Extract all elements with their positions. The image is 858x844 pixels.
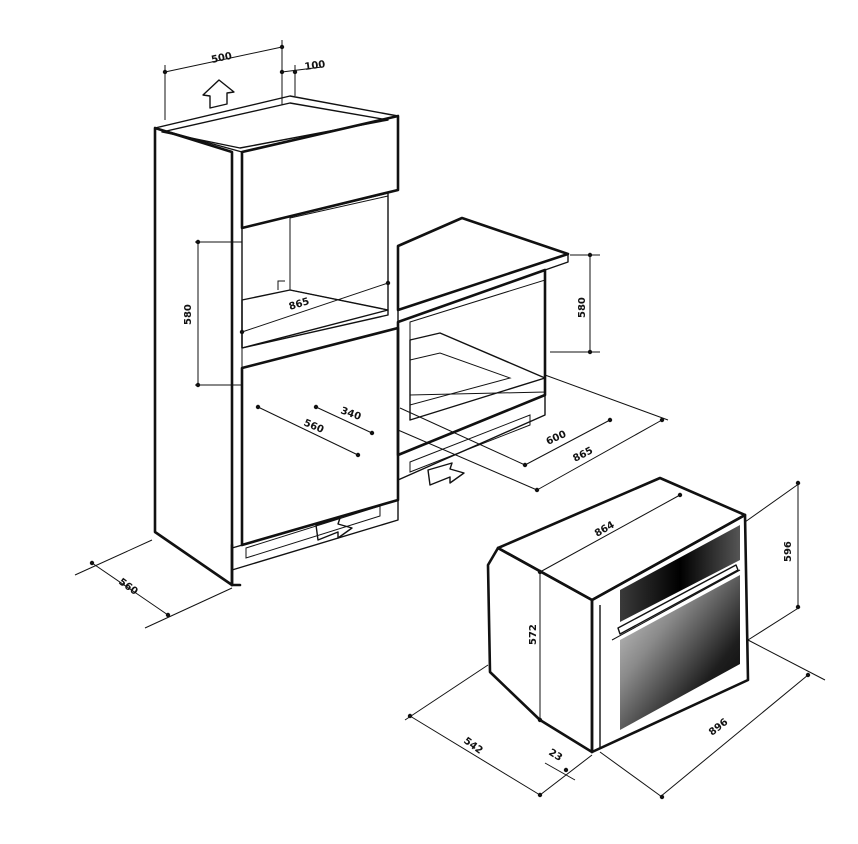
dim-label-oven-front-width: 896 — [707, 717, 730, 739]
dim-label-cab-width-top: 500 — [210, 51, 233, 66]
airflow-arrow-icon — [315, 517, 353, 541]
dimension-points — [89, 44, 811, 800]
dim-label-under-niche-height: 580 — [577, 297, 588, 318]
dim-label-under-width: 865 — [571, 445, 595, 464]
dim-label-oven-front-height: 596 — [783, 541, 794, 562]
oven — [486, 476, 750, 754]
dimension-lines — [74, 40, 826, 798]
airflow-up-arrow-icon — [202, 79, 235, 109]
dim-label-cab-offset-top: 100 — [304, 59, 326, 73]
dim-label-under-depth: 600 — [545, 429, 569, 448]
dim-label-cab-vent: 340 — [339, 405, 362, 422]
tall-cabinet — [153, 95, 400, 587]
dim-label-cab-depth-side: 560 — [116, 577, 139, 598]
dim-label-oven-front-thickness: 23 — [546, 747, 564, 764]
airflow-arrow-icon — [427, 462, 465, 486]
dim-label-oven-depth: 542 — [461, 736, 484, 757]
under-counter-cabinet — [396, 216, 570, 481]
dim-label-oven-body-height: 572 — [528, 624, 539, 645]
dim-label-cab-niche-height: 580 — [183, 304, 194, 325]
